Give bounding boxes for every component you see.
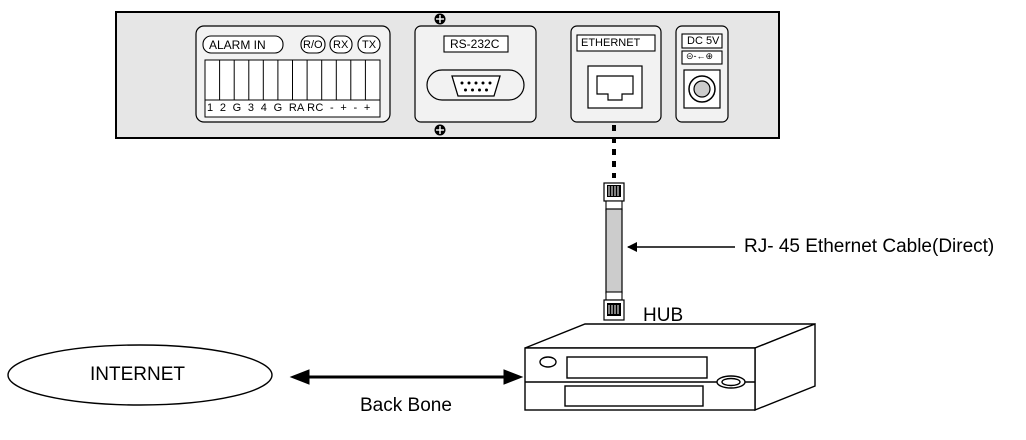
alarm-in-label: ALARM IN <box>209 38 266 52</box>
ro-label: R/O <box>303 39 323 51</box>
terminal-pin-labels: 1 2 G 3 4 G RA RC - + - + <box>207 102 371 114</box>
rx-badge <box>329 35 353 54</box>
terminal-strip <box>204 59 381 118</box>
rj45-plug-top <box>603 182 625 211</box>
alarm-in-badge <box>202 35 284 54</box>
internet-label: INTERNET <box>90 364 185 385</box>
tx-badge <box>357 35 381 54</box>
dc-polarity-label: ⊝-←⊕ <box>686 51 714 61</box>
hub-device <box>524 322 816 412</box>
db9-connector <box>426 69 525 101</box>
tx-label: TX <box>362 39 377 51</box>
ethernet-label: ETHERNET <box>581 37 641 49</box>
panel-screw-top <box>434 13 446 25</box>
dc-polarity-box <box>681 50 723 65</box>
panel-screw-bottom <box>434 124 446 136</box>
internet-cloud <box>7 344 273 406</box>
dc-power-jack <box>683 69 721 109</box>
backbone-link <box>289 369 524 385</box>
dc-label-box <box>681 33 723 49</box>
backbone-label: Back Bone <box>360 395 452 416</box>
rj45-plug-bottom <box>603 291 625 321</box>
ethernet-label-box <box>576 34 656 52</box>
ro-badge <box>300 35 326 54</box>
rs232-label-box <box>443 35 509 53</box>
dc-5v-label: DC 5V <box>687 35 720 47</box>
rx-label: RX <box>333 39 349 51</box>
rj45-jack-opening <box>596 75 634 101</box>
ethernet-cable <box>605 208 623 294</box>
hub-label: HUB <box>643 305 684 326</box>
cable-label: RJ- 45 Ethernet Cable(Direct) <box>744 236 995 257</box>
rs232-label: RS-232C <box>450 37 500 51</box>
